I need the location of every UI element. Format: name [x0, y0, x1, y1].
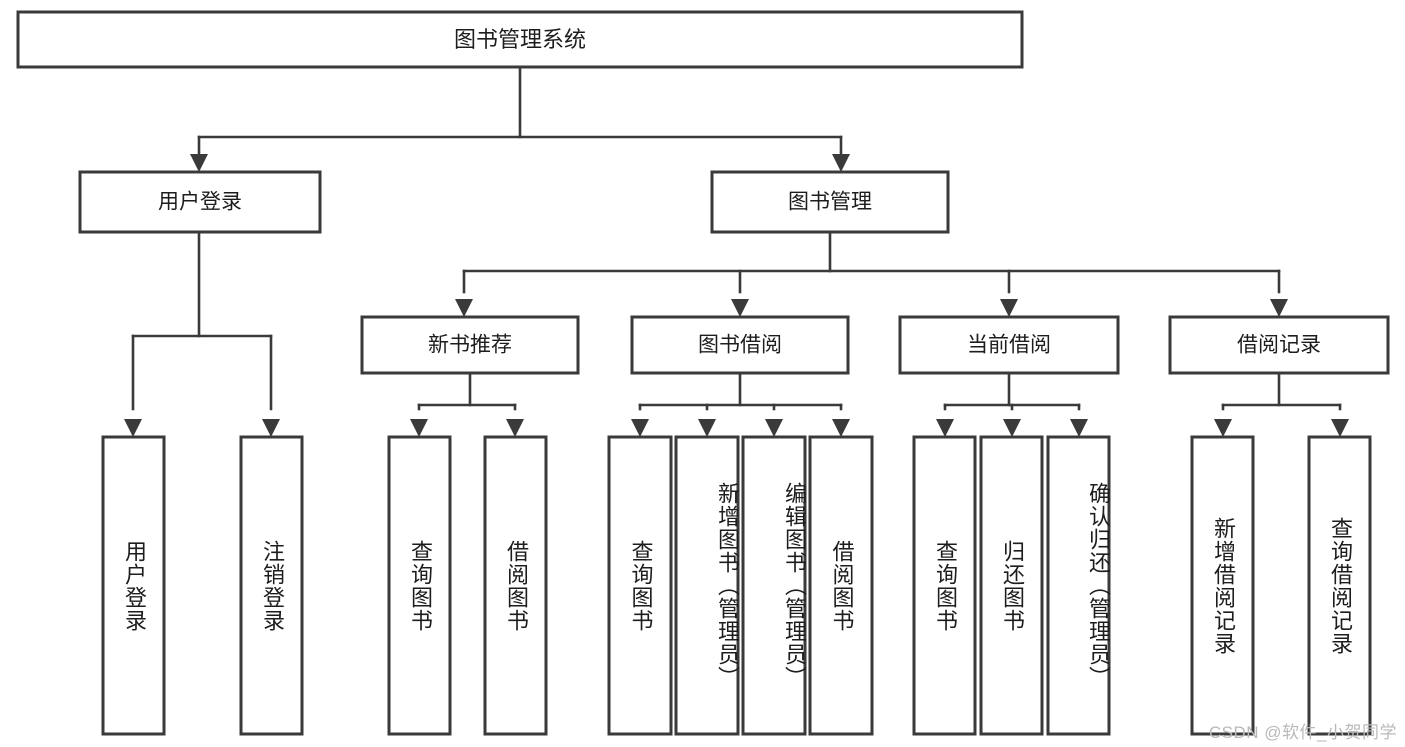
edges-layer: [124, 65, 1349, 437]
arrowhead-new-book-recommend: [455, 299, 473, 317]
leaf-node-logout[interactable]: [239, 435, 304, 736]
node-borrow-record[interactable]: 借阅记录: [1168, 315, 1390, 375]
node-book-borrow[interactable]: 图书借阅: [630, 315, 850, 375]
leaf-node-current-confirm-return-admin[interactable]: [1046, 435, 1111, 736]
node-book-borrow-label: 图书借阅: [698, 334, 782, 357]
arrowhead-borrow-leaf-3: [765, 419, 783, 437]
leaf-node-recommend-borrow-book[interactable]: [483, 435, 548, 736]
arrowhead-current-leaf-3: [1070, 419, 1088, 437]
arrowhead-record-leaf-2: [1331, 419, 1349, 437]
leaf-node-borrow-borrow-book[interactable]: [808, 435, 874, 736]
arrowhead-borrow-leaf-2: [698, 419, 716, 437]
node-user-login-label: 用户登录: [158, 191, 242, 214]
leaf-node-borrow-add-book-admin[interactable]: [674, 435, 740, 736]
nodes-layer: 图书管理系统 用户登录 图书管理 新书推荐 图书借阅: [16, 10, 1390, 736]
arrowhead-current-leaf-2: [1003, 419, 1021, 437]
leaf-node-borrow-edit-book-admin[interactable]: [741, 435, 807, 736]
arrowhead-leaf-user-login: [124, 419, 142, 437]
leaf-node-recommend-query-book[interactable]: [387, 435, 452, 736]
leaf-node-user-login[interactable]: [101, 435, 166, 736]
node-new-book-recommend[interactable]: 新书推荐: [360, 315, 580, 375]
node-new-book-recommend-label: 新书推荐: [428, 334, 512, 357]
arrowhead-recommend-leaf-1: [410, 419, 428, 437]
arrowhead-borrow-leaf-4: [832, 419, 850, 437]
leaf-node-borrow-query-book[interactable]: [607, 435, 673, 736]
arrowhead-book-mgmt: [832, 154, 850, 172]
arrowhead-user-login: [190, 154, 208, 172]
arrowhead-record-leaf-1: [1214, 419, 1232, 437]
node-book-management[interactable]: 图书管理: [710, 170, 950, 234]
node-user-login[interactable]: 用户登录: [78, 170, 322, 234]
arrowhead-borrow-leaf-1: [631, 419, 649, 437]
arrowhead-current-borrow: [1000, 299, 1018, 317]
leaf-node-current-return-book[interactable]: [979, 435, 1044, 736]
arrowhead-borrow-record: [1270, 299, 1288, 317]
leaf-node-record-query-record[interactable]: [1307, 435, 1372, 736]
arrowhead-current-leaf-1: [936, 419, 954, 437]
node-root-label: 图书管理系统: [454, 27, 586, 52]
arrowhead-book-borrow: [731, 299, 749, 317]
arrowhead-leaf-logout: [262, 419, 280, 437]
node-borrow-record-label: 借阅记录: [1237, 334, 1321, 357]
arrowhead-recommend-leaf-2: [506, 419, 524, 437]
leaf-node-current-query-book[interactable]: [912, 435, 977, 736]
node-root-system[interactable]: 图书管理系统: [16, 10, 1024, 69]
csdn-watermark: CSDN @软件_小贺同学: [1208, 723, 1397, 742]
node-current-borrow[interactable]: 当前借阅: [898, 315, 1120, 375]
node-current-borrow-label: 当前借阅: [967, 334, 1051, 357]
leaf-node-record-add-record[interactable]: [1190, 435, 1255, 736]
node-book-management-label: 图书管理: [788, 191, 872, 214]
